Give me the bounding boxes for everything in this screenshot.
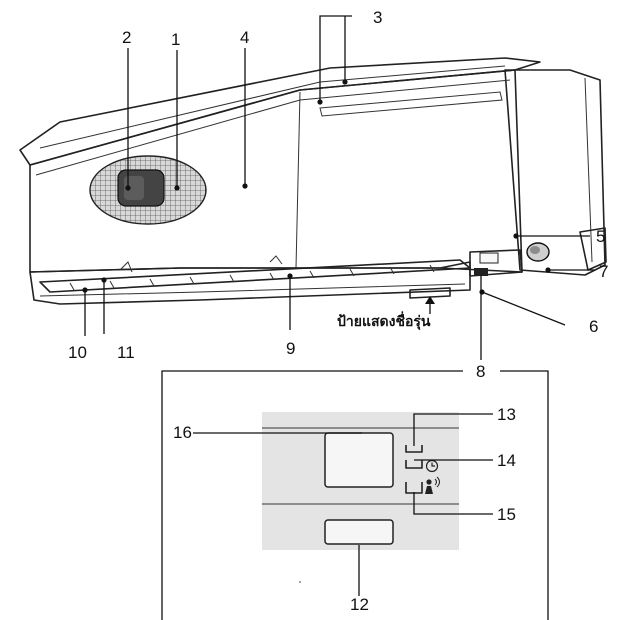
side-vent	[579, 227, 607, 271]
indicator-lamp-operation	[405, 445, 423, 453]
detail-panel	[161, 370, 549, 620]
callout-15: 15	[497, 505, 516, 524]
person-wave-icon	[425, 476, 440, 494]
unit-side-panel	[504, 69, 606, 276]
model-name-plate	[409, 287, 451, 299]
callout-12: 12	[350, 595, 369, 614]
callout-9: 9	[286, 339, 295, 358]
indicator-lamp-timer	[405, 460, 423, 469]
callout-7: 7	[599, 262, 608, 281]
callout-16: 16	[173, 423, 192, 442]
callout-11: 11	[117, 343, 135, 362]
air-outlet-housing	[29, 261, 471, 305]
callout-3: 3	[373, 8, 382, 27]
louver-ribs	[69, 264, 435, 291]
display-area	[469, 249, 523, 277]
callout-13: 13	[497, 405, 516, 424]
leader-lines	[82, 15, 595, 360]
callout-1: 1	[171, 30, 180, 49]
receiver-window	[324, 519, 394, 545]
callout-6: 6	[589, 317, 598, 336]
callout-8: 8	[476, 362, 485, 381]
on-off-switch[interactable]	[474, 268, 488, 276]
callout-5: 5	[596, 227, 605, 246]
callout-2: 2	[122, 28, 131, 47]
display-window	[324, 432, 394, 488]
indoor-unit	[19, 57, 607, 305]
callout-10: 10	[68, 343, 87, 362]
model-plate-label: ป้ายแสดงชื่อรุ่น	[337, 311, 431, 330]
callout-labels: 3 2 1 4 5 7 6 10 11 9 8 16 13 14 15 12 ป…	[68, 8, 608, 614]
top-cover	[19, 57, 541, 166]
callout-14: 14	[497, 451, 516, 470]
callout-4: 4	[240, 28, 249, 47]
indicator-panel-small	[479, 252, 499, 264]
